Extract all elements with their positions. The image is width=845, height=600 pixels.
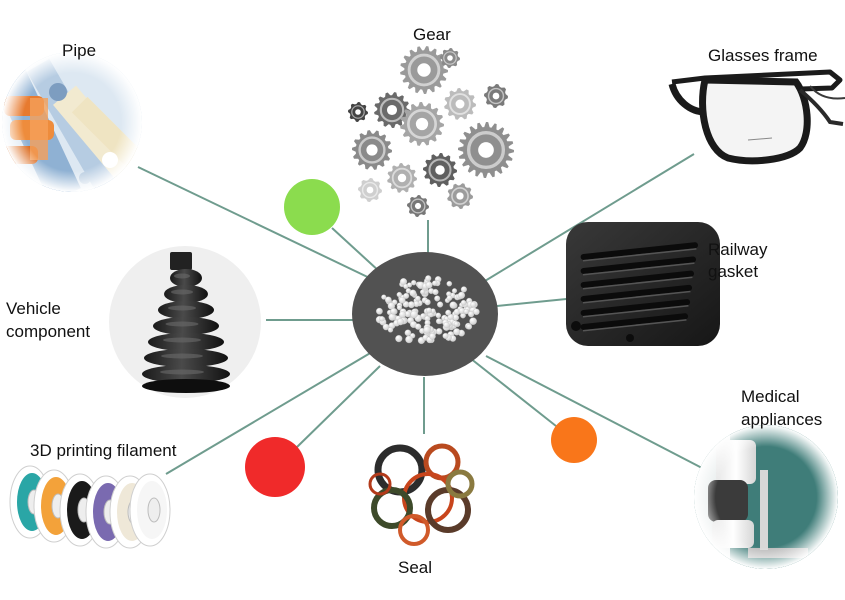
connector-line <box>295 365 381 449</box>
label-vehicle-component-line1: Vehicle <box>6 299 61 318</box>
connector-line <box>479 153 695 285</box>
white-pellets-icon <box>375 275 480 345</box>
label-glasses-frame: Glasses frame <box>708 46 818 65</box>
vehicle-image <box>109 246 261 398</box>
medical-image <box>694 425 838 569</box>
pipe-image <box>2 52 142 192</box>
label-gear: Gear <box>413 25 451 44</box>
rubber-bellows-icon <box>142 252 230 393</box>
label-vehicle-component-line2: component <box>6 322 91 341</box>
label-3d-printing-filament: 3D printing filament <box>30 441 177 460</box>
connector-lines <box>137 153 703 475</box>
connector-line <box>165 351 373 475</box>
connector-line <box>485 355 703 469</box>
label-medical-appliances-line1: Medical <box>741 387 800 406</box>
pipe-fittings-icon <box>2 52 142 192</box>
center-material-pellets <box>352 252 498 376</box>
label-pipe: Pipe <box>62 41 97 60</box>
glasses-frame-icon <box>668 69 845 165</box>
medical-brace-icon <box>694 425 838 569</box>
orange-dot <box>551 417 597 463</box>
connector-line <box>331 227 381 273</box>
green-dot <box>284 179 340 235</box>
railway-gasket-icon <box>566 222 720 346</box>
label-railway-gasket-line2: gasket <box>708 262 759 281</box>
label-seal: Seal <box>398 558 433 577</box>
connector-line <box>137 166 379 283</box>
o-ring-seal-icon <box>368 443 475 546</box>
label-railway-gasket-line1: Railway <box>708 240 768 259</box>
gear-icon <box>348 46 514 217</box>
connector-line <box>469 357 557 427</box>
filament-spool-icon <box>9 465 171 549</box>
label-medical-appliances-line2: appliances <box>741 410 823 429</box>
red-dot <box>245 437 305 497</box>
